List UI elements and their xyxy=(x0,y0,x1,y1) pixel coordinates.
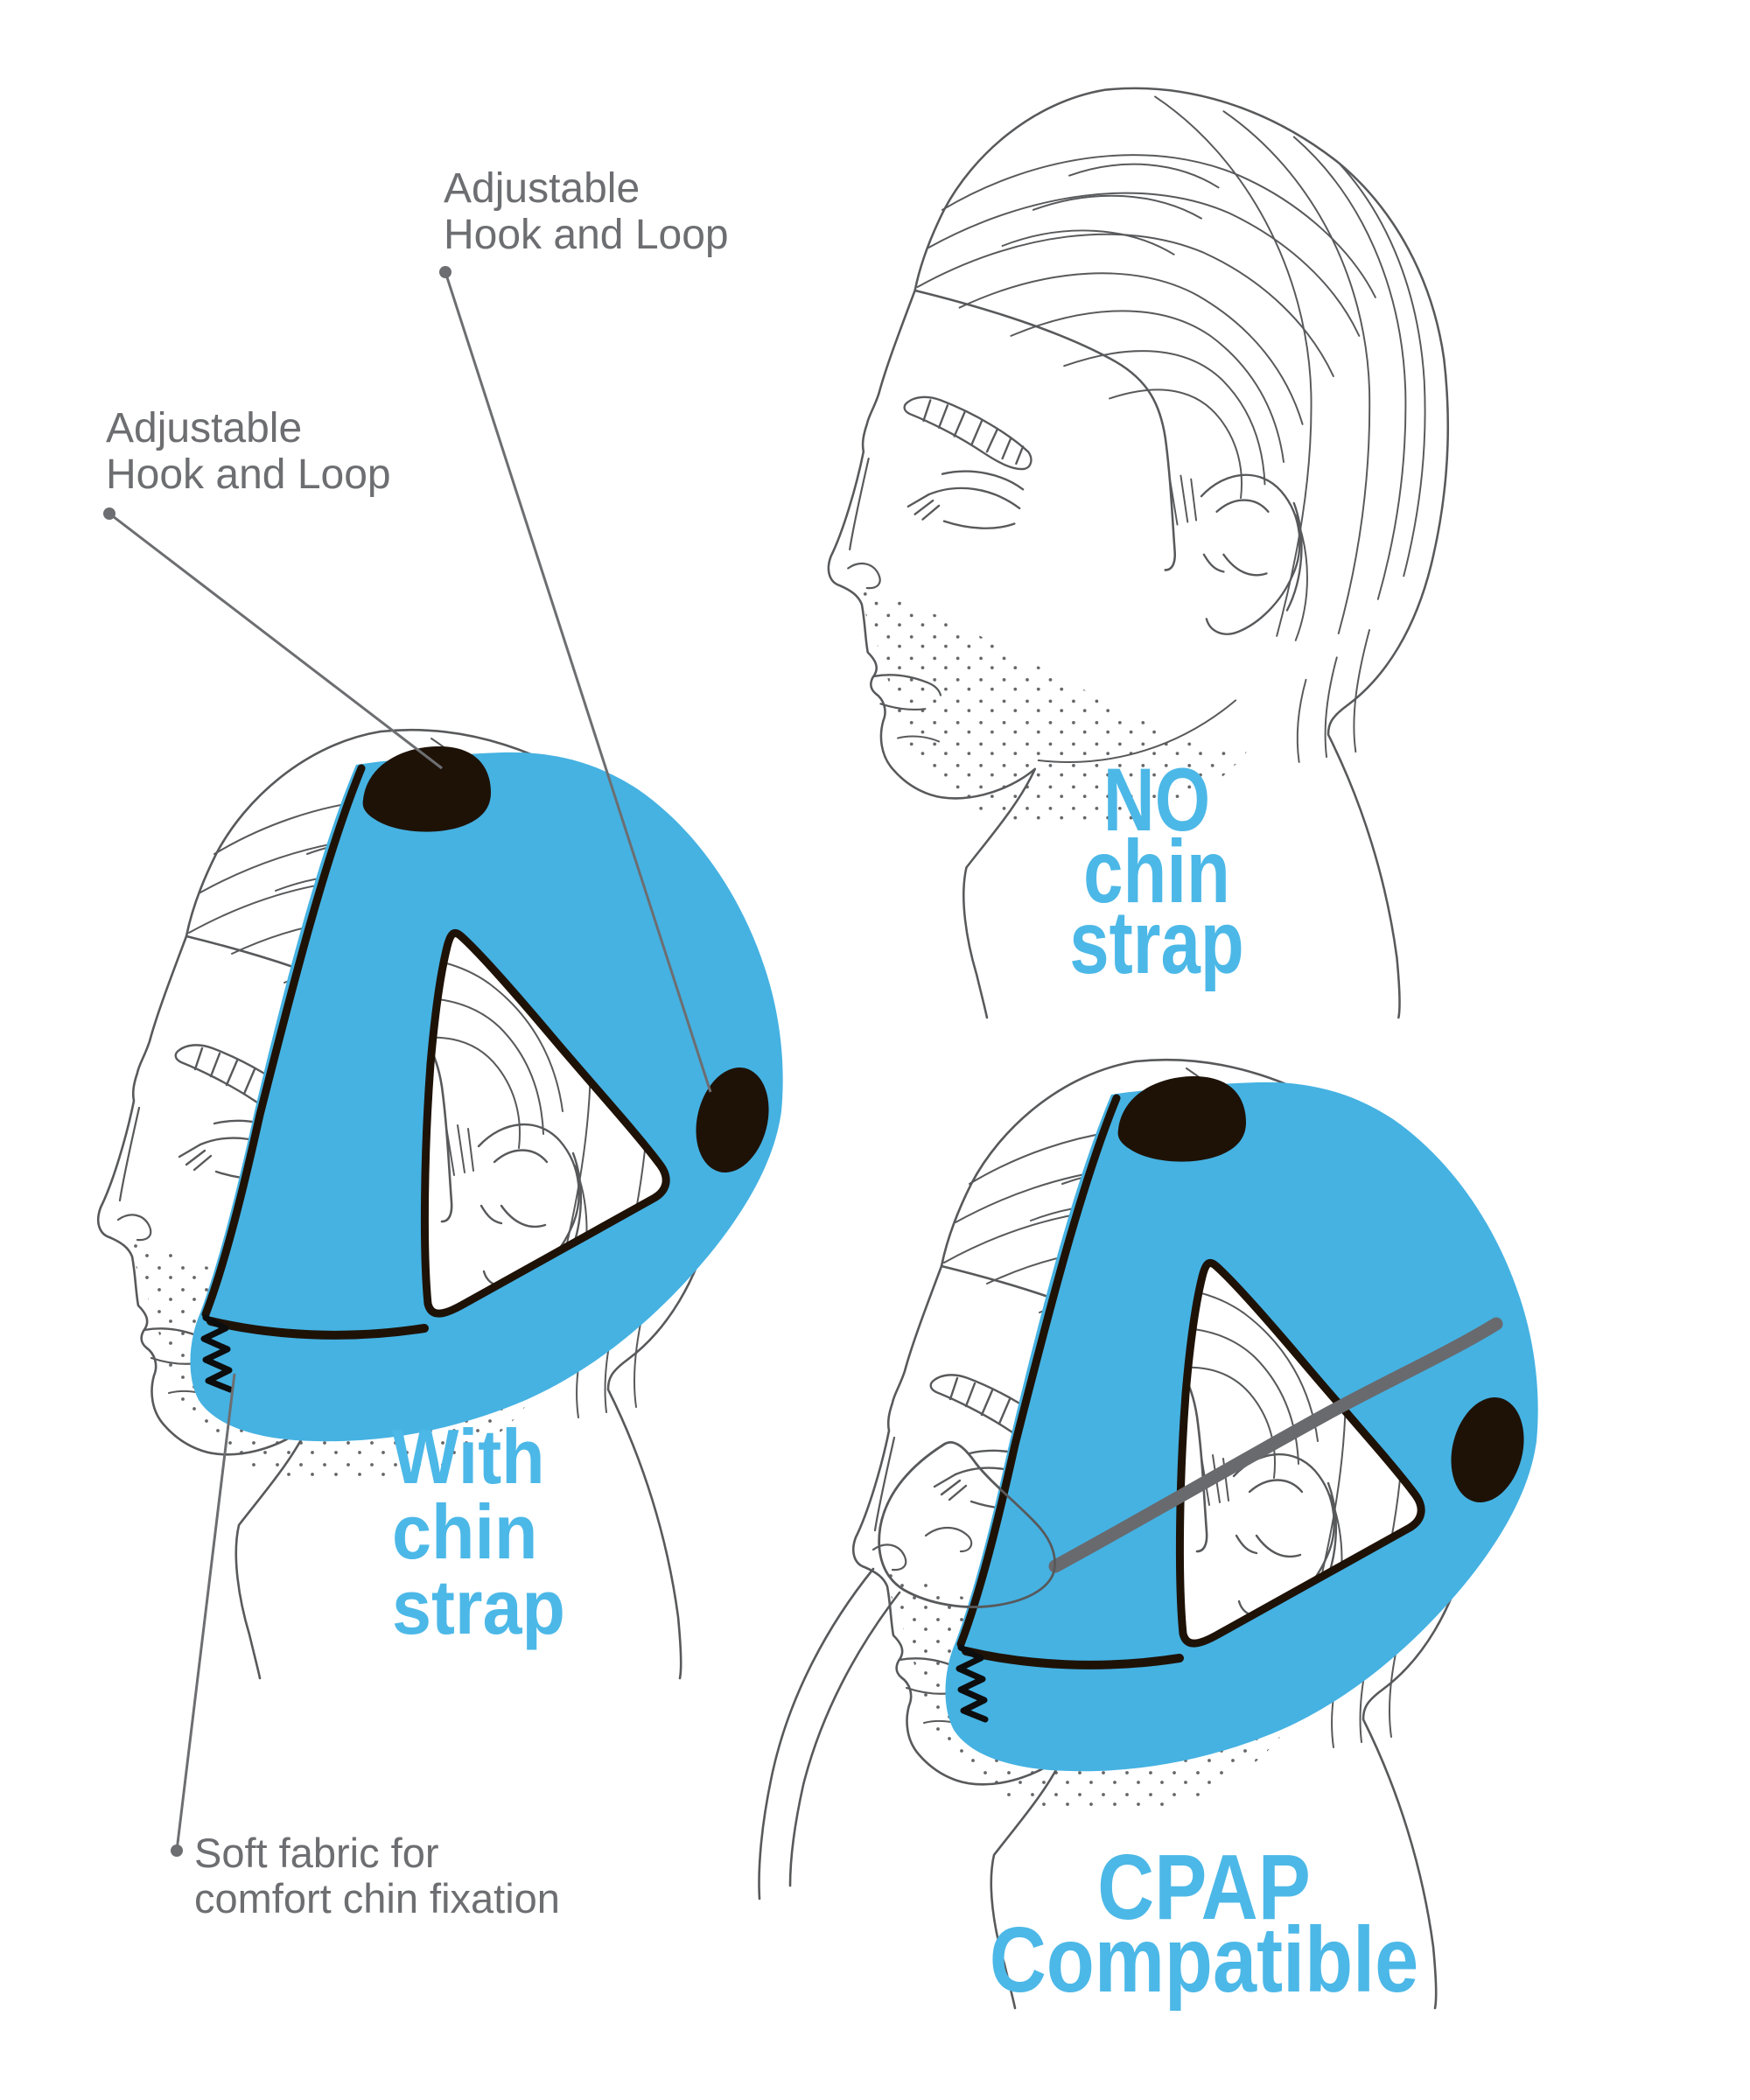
cpap-headgear-strap xyxy=(1048,1317,1503,1573)
annotation-line: Hook and Loop xyxy=(444,211,729,258)
caption-cpap-compatible: CPAP Compatible xyxy=(944,1836,1465,2012)
caption-line: Compatible xyxy=(989,1908,1419,2012)
annotation-hook-loop-left: Adjustable Hook and Loop xyxy=(106,405,391,499)
leader-lines xyxy=(103,266,712,1857)
leader-hook-loop-left xyxy=(108,512,443,770)
caption-line: CPAP xyxy=(1097,1836,1311,1939)
annotation-hook-loop-top: Adjustable Hook and Loop xyxy=(444,165,729,259)
annotation-line: Adjustable xyxy=(444,165,640,212)
annotation-line: Adjustable xyxy=(106,405,303,452)
cpap-nasal-mask xyxy=(878,1441,1056,1608)
caption-with-chin-strap: With chin strap xyxy=(392,1413,565,1651)
annotation-line: comfort chin fixation xyxy=(194,1874,560,1922)
cpap-tube xyxy=(758,1567,901,1900)
caption-line: strap xyxy=(1069,892,1244,993)
leader-hook-loop-top xyxy=(444,271,712,1093)
caption-line: NO xyxy=(1102,750,1211,850)
caption-line: With xyxy=(392,1413,545,1500)
caption-line: chin xyxy=(392,1488,538,1576)
annotation-line: Soft fabric for xyxy=(194,1830,439,1876)
figure-head-cpap xyxy=(758,1058,1538,2010)
annotation-line: Hook and Loop xyxy=(106,451,391,498)
leader-soft-fabric xyxy=(175,1373,236,1852)
caption-line: chin xyxy=(1083,821,1230,921)
caption-line: strap xyxy=(392,1564,565,1651)
caption-no-chin-strap: NO chin strap xyxy=(982,750,1332,993)
annotation-soft-fabric: Soft fabric for comfort chin fixation xyxy=(194,1830,560,1921)
